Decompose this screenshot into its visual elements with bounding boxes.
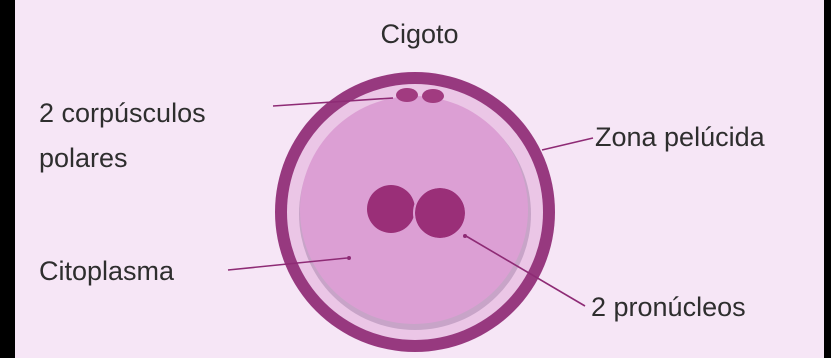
label-cytoplasm: Citoplasma [39,255,174,288]
leader-dot-cytoplasm [347,256,351,260]
pronucleus-left [367,185,415,233]
polar-body-left [396,88,418,102]
leader-dot-pronuclei [463,234,467,238]
label-pronuclei: 2 pronúcleos [591,291,746,324]
label-polar-bodies-line1: 2 corpúsculos [39,97,206,130]
leader-line-zona [542,138,593,150]
diagram-title: Cigoto [15,18,824,51]
label-zona-pellucida: Zona pelúcida [595,121,765,154]
diagram-frame: Cigoto 2 corpúsculos polares Zona pelúci… [15,0,824,358]
polar-body-right [422,89,444,103]
pronucleus-right [415,188,465,238]
label-polar-bodies-line2: polares [39,142,128,175]
